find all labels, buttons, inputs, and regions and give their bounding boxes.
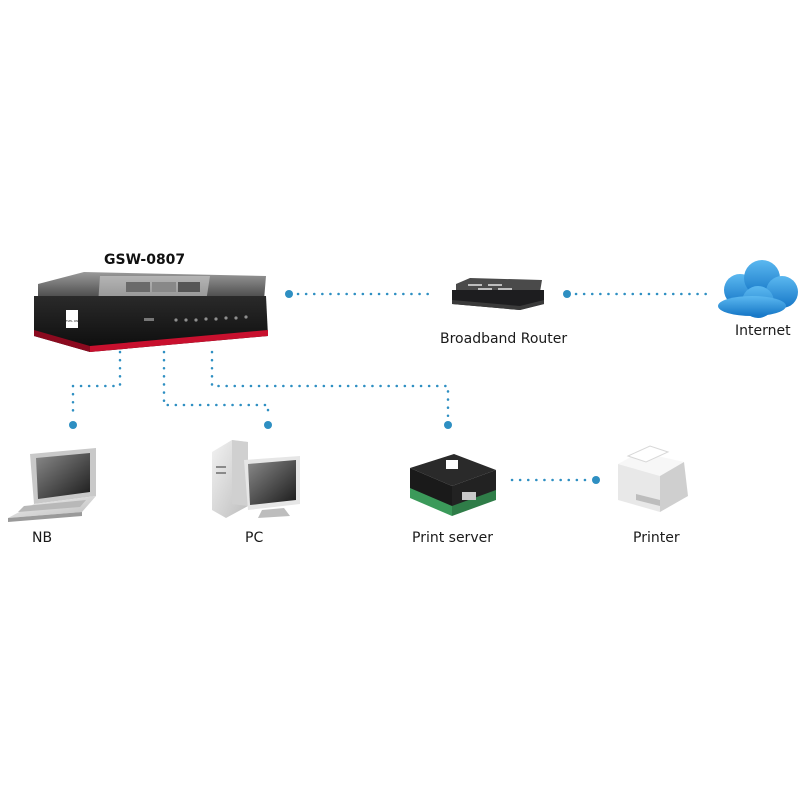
link-printserver-printer: [510, 476, 600, 484]
link-switch-printserver: [210, 350, 450, 418]
router-label: Broadband Router: [440, 331, 568, 347]
link-switch-router: [285, 290, 432, 298]
switch-device: LEVEL ONE: [34, 272, 268, 352]
router-leds: [468, 284, 512, 290]
link-switch-nb: [71, 350, 122, 418]
notebook-icon: [8, 448, 96, 522]
switch-title: GSW-0807: [104, 252, 186, 268]
link-printserver-endpoint: [444, 421, 452, 429]
cloud-icon: [718, 260, 798, 318]
switch-logo: LEVEL ONE: [64, 319, 81, 323]
pc-label: PC: [245, 530, 264, 546]
switch-logo-badge: [66, 310, 78, 328]
print-server-label: Print server: [412, 530, 493, 546]
link-router-internet: [563, 290, 714, 298]
link-switch-pc: [162, 350, 270, 418]
pc-icon: [212, 440, 300, 518]
switch-port-leds: [174, 315, 248, 322]
printer-icon: [618, 445, 688, 512]
links: [69, 290, 714, 484]
router-device: [452, 278, 544, 310]
print-server-icon: [410, 454, 496, 516]
printer-label: Printer: [633, 530, 680, 546]
link-nb-endpoint: [69, 421, 77, 429]
nb-label: NB: [32, 530, 53, 546]
internet-label: Internet: [735, 323, 791, 339]
link-pc-endpoint: [264, 421, 272, 429]
